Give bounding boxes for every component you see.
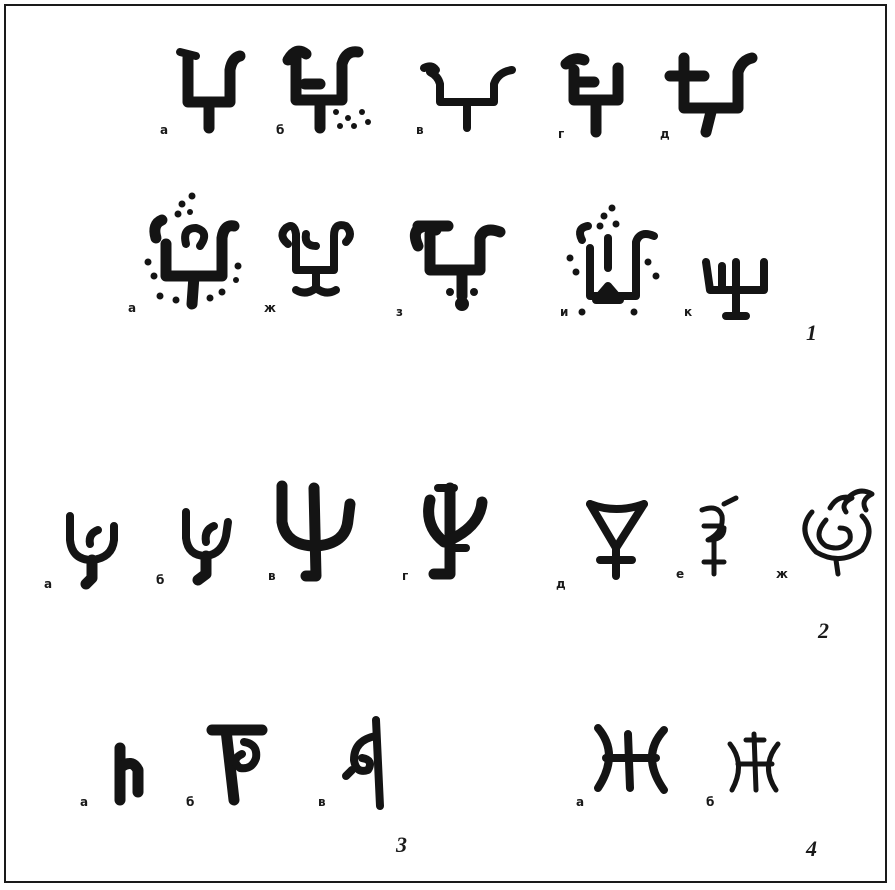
label-3a: а: [80, 795, 88, 809]
sign-2b: [186, 512, 228, 580]
label-1i: и: [560, 305, 568, 319]
label-1k: к: [684, 305, 692, 319]
label-2a: а: [44, 577, 52, 591]
sign-4b: [730, 734, 778, 790]
sign-2a: [70, 516, 114, 584]
group-number-2: 2: [817, 618, 829, 643]
label-2b: б: [156, 573, 164, 587]
label-1b: б: [276, 123, 284, 137]
group-number-3: 3: [395, 832, 407, 857]
label-1e: а: [128, 301, 136, 315]
sign-1e: [145, 193, 242, 305]
sign-3b: [212, 730, 262, 800]
label-2v: в: [268, 569, 276, 583]
sign-4a: [598, 728, 664, 790]
label-3b: б: [186, 795, 194, 809]
sign-1g: [566, 59, 618, 132]
sign-3a: [120, 748, 138, 800]
label-1v: в: [416, 123, 424, 137]
sign-2v: [282, 486, 350, 576]
group-number-1: 1: [806, 320, 817, 345]
group-number-4: 4: [805, 836, 817, 861]
label-2e: е: [676, 567, 684, 581]
sign-1i: [567, 205, 660, 316]
sign-1k: [706, 262, 764, 316]
sign-1z: [415, 226, 500, 311]
label-2d: д: [556, 577, 566, 591]
label-2zh: ж: [776, 567, 788, 581]
label-2g: г: [402, 569, 408, 583]
label-1z: з: [396, 305, 403, 319]
label-1a: а: [160, 123, 168, 137]
sign-1d: [670, 58, 752, 132]
sign-3v: [346, 720, 380, 806]
label-1zh: ж: [264, 301, 276, 315]
label-1d: д: [660, 127, 670, 141]
sign-1b: [288, 51, 371, 129]
sign-2e: [702, 498, 736, 574]
sign-2d: [590, 504, 644, 576]
sign-2g: [429, 488, 482, 574]
label-4a: а: [576, 795, 584, 809]
sign-1a: [180, 52, 240, 128]
label-4b: б: [706, 795, 714, 809]
label-3v: в: [318, 795, 326, 809]
sign-1zh: [282, 225, 350, 292]
label-1g: г: [558, 127, 564, 141]
sign-1v: [424, 66, 512, 128]
sign-2zh: [805, 491, 872, 574]
